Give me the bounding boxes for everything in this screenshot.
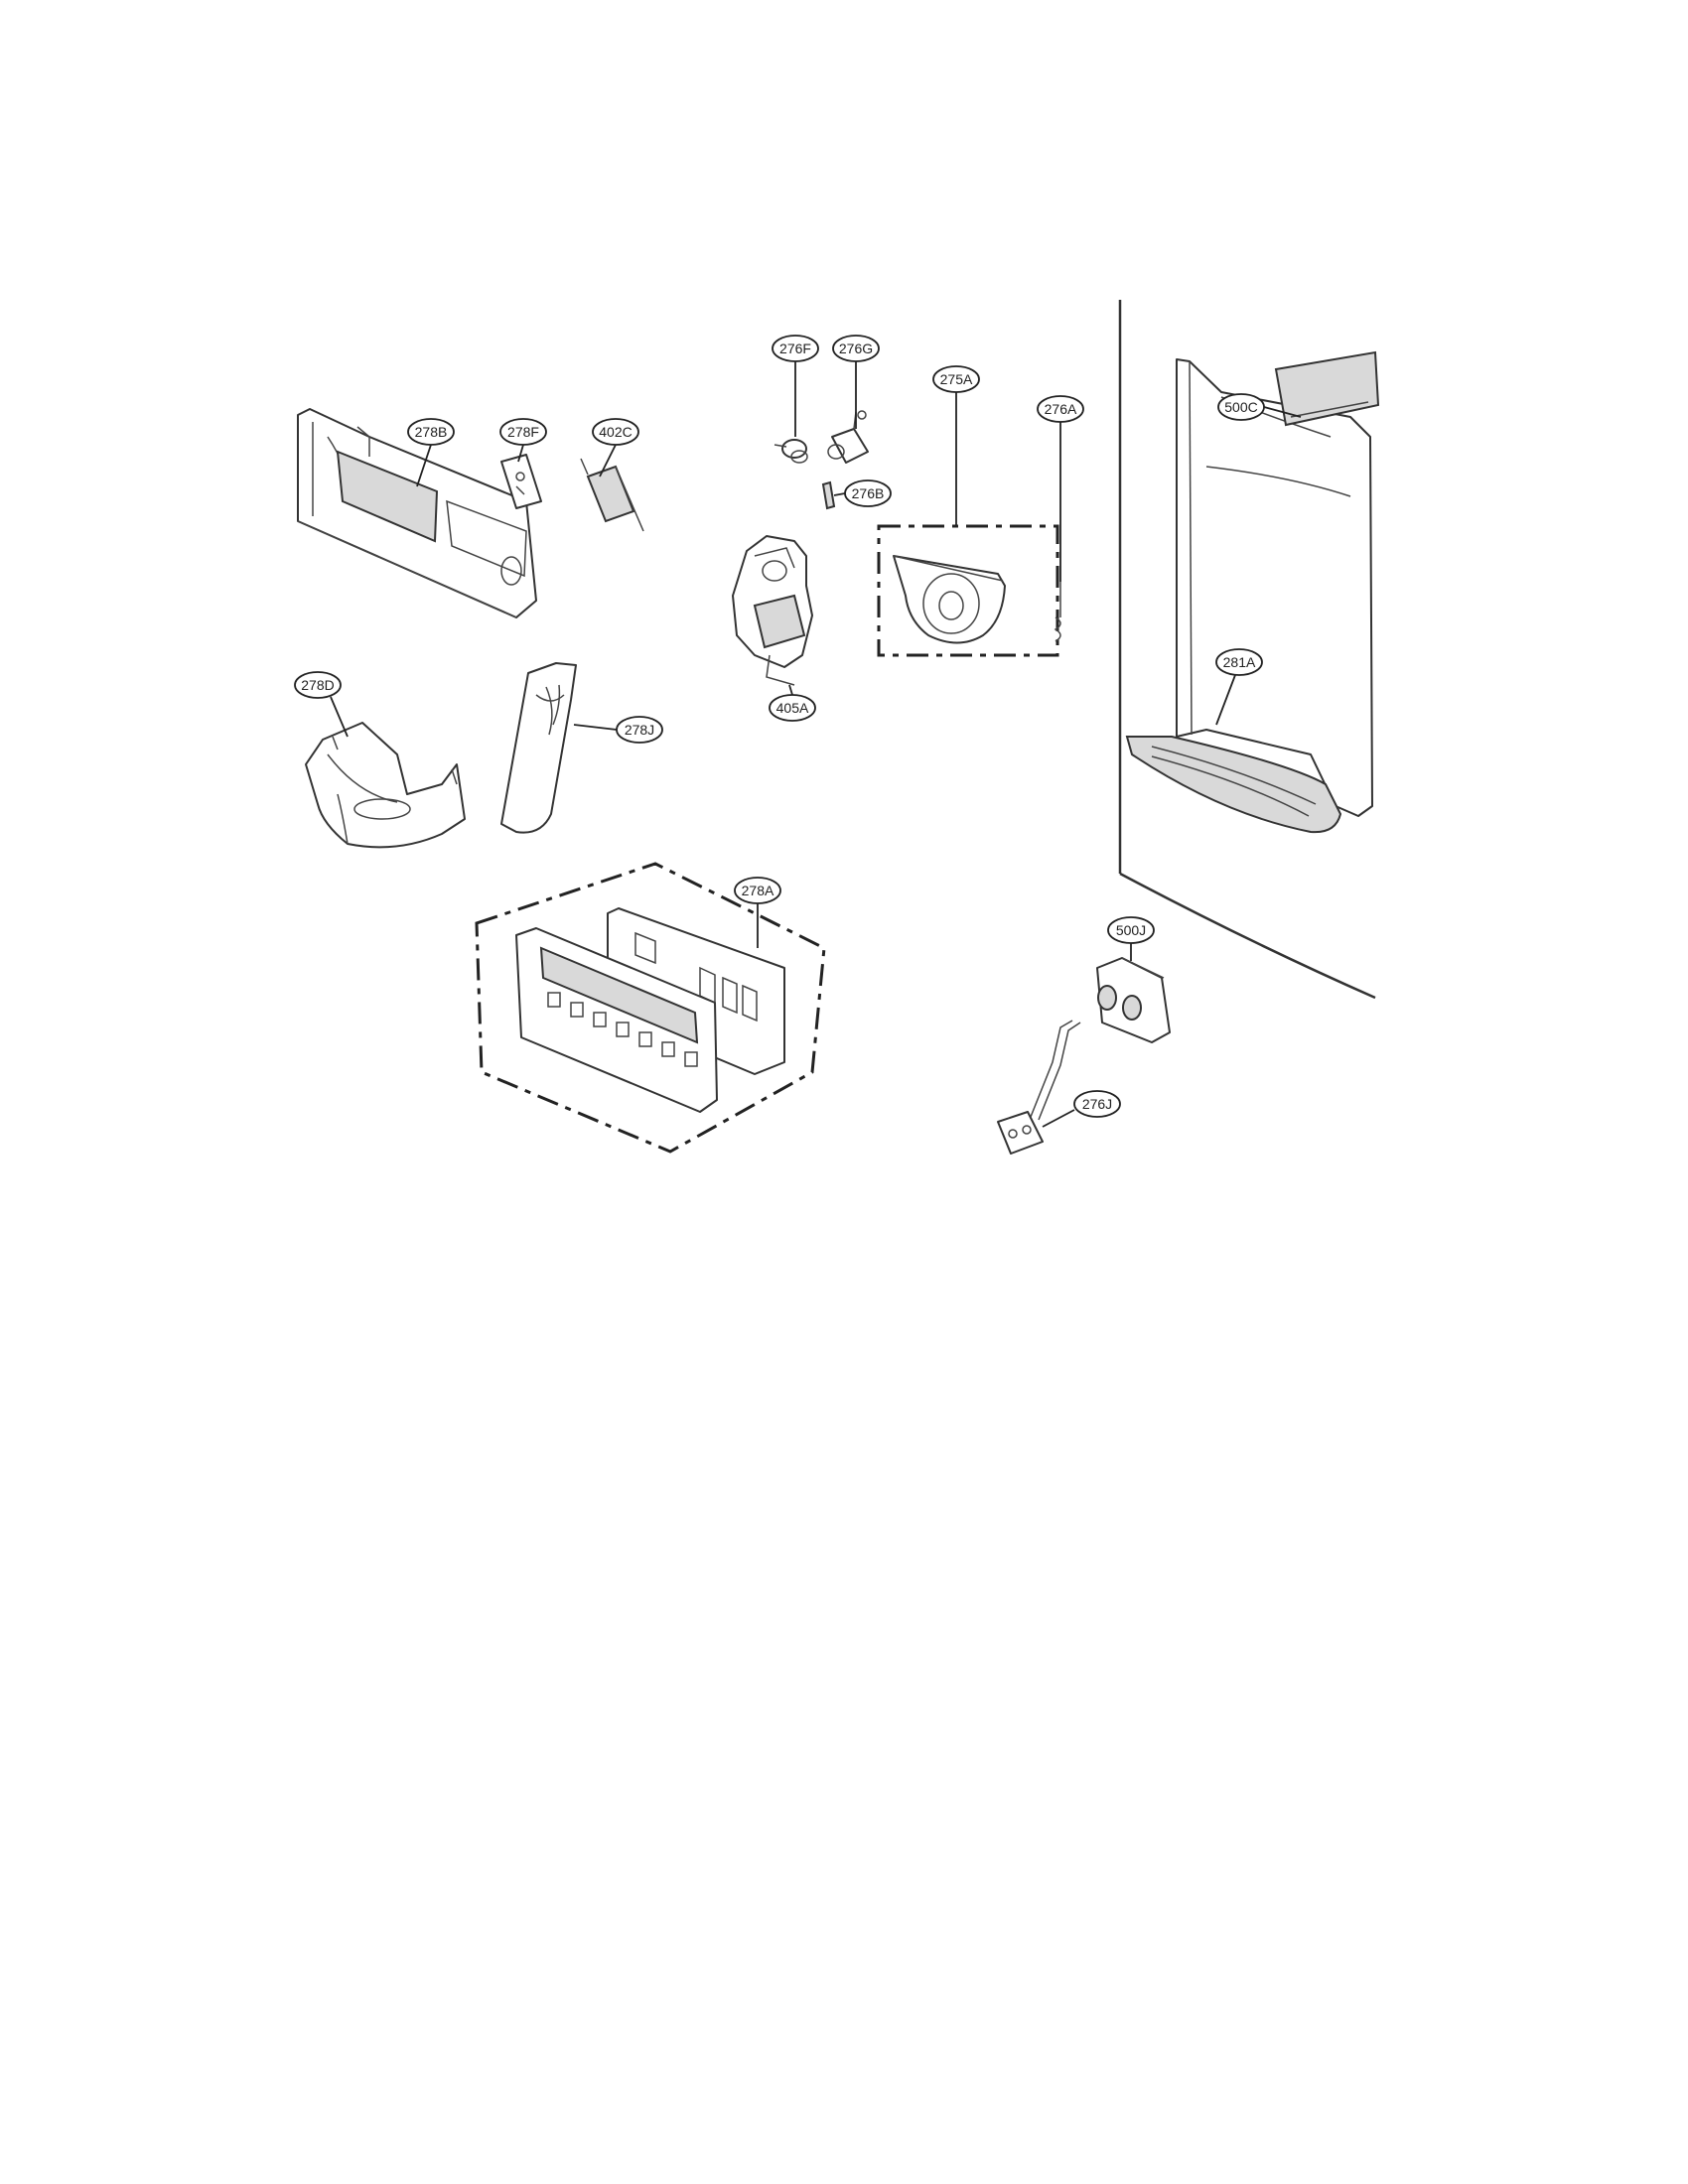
callout-275A: 275A: [932, 365, 980, 393]
display-assembly-278A: [475, 862, 826, 1154]
callout-label: 278F: [507, 424, 539, 440]
bracket-276J: [997, 1020, 1081, 1155]
callout-label: 281A: [1223, 654, 1256, 670]
callout-276J: 276J: [1073, 1090, 1121, 1118]
motor-405A: [732, 535, 813, 686]
spring-276A: [1054, 582, 1061, 642]
callout-label: 405A: [776, 700, 809, 716]
callout-278A: 278A: [734, 877, 781, 904]
callout-278J: 278J: [616, 716, 663, 744]
callout-label: 500J: [1116, 922, 1146, 938]
callout-label: 276G: [839, 341, 873, 356]
callout-label: 276A: [1045, 401, 1077, 417]
callout-label: 278J: [625, 722, 654, 738]
callout-281A: 281A: [1215, 648, 1263, 676]
fitting-276G: [827, 410, 869, 464]
callout-label: 278B: [415, 424, 448, 440]
callout-278F: 278F: [499, 418, 547, 446]
callout-label: 276J: [1082, 1096, 1112, 1112]
switch-402C: [580, 458, 644, 532]
callout-label: 276F: [779, 341, 811, 356]
callout-label: 276B: [852, 485, 885, 501]
panel-500C: [1274, 350, 1380, 427]
duct-door-275A: [877, 524, 1059, 657]
callout-label: 275A: [940, 371, 973, 387]
housing-278B: [297, 408, 537, 618]
callout-label: 278A: [742, 883, 774, 898]
callout-276F: 276F: [772, 335, 819, 362]
callout-label: 500C: [1224, 399, 1257, 415]
paddle-278J: [500, 662, 577, 834]
callout-276B: 276B: [844, 479, 892, 507]
leader-lines: [330, 361, 1302, 1128]
callout-label: 402C: [599, 424, 632, 440]
valve-500J: [1096, 957, 1171, 1043]
callout-276G: 276G: [832, 335, 880, 362]
drip-tray-281A: [1125, 736, 1342, 834]
button-row: [547, 992, 698, 1067]
funnel-278D: [305, 722, 466, 849]
callout-500C: 500C: [1217, 393, 1265, 421]
callout-405A: 405A: [769, 694, 816, 722]
callout-500J: 500J: [1107, 916, 1155, 944]
callout-276A: 276A: [1037, 395, 1084, 423]
clip-276B: [821, 480, 836, 510]
callout-278D: 278D: [294, 671, 342, 699]
callout-402C: 402C: [592, 418, 639, 446]
switch-278F: [500, 454, 542, 509]
callout-label: 278D: [301, 677, 334, 693]
callout-278B: 278B: [407, 418, 455, 446]
fitting-276F: [774, 439, 808, 464]
